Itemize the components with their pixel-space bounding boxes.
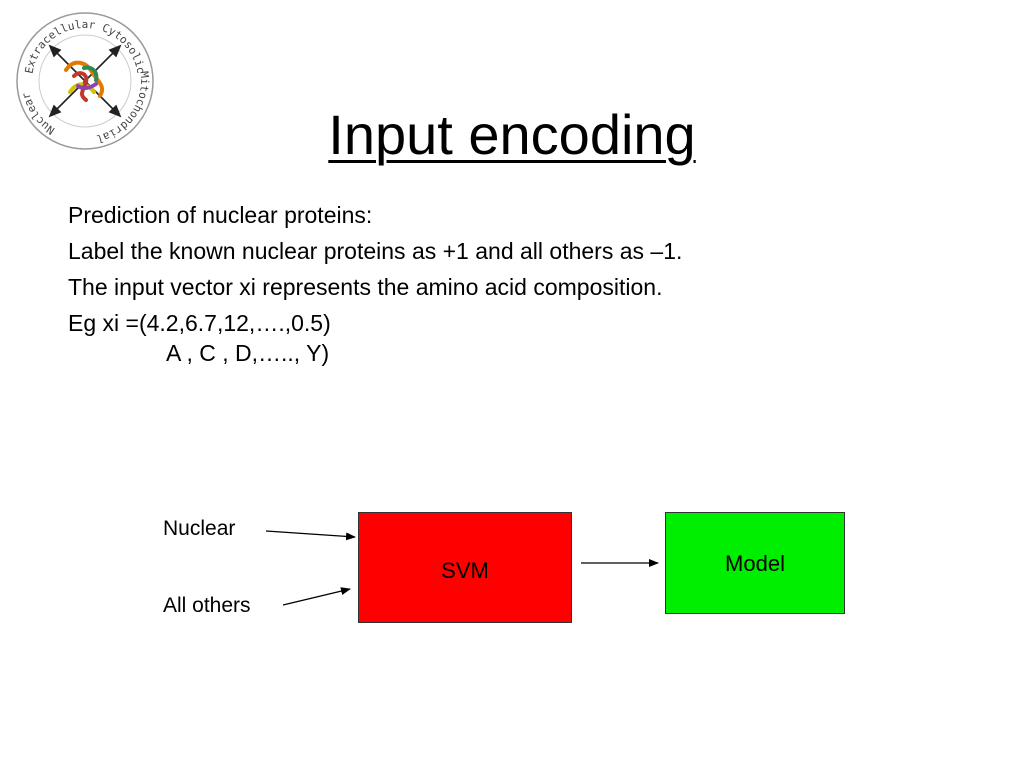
svm-box: SVM <box>358 512 572 623</box>
body-line: Prediction of nuclear proteins: <box>68 202 373 228</box>
page-title: Input encoding <box>328 103 696 166</box>
model-label: Model <box>725 551 785 576</box>
arrow-others-to-svm <box>282 587 351 606</box>
logo: Extracellular Cytosolic Nuclear Mitochon… <box>14 10 156 152</box>
body-line: Eg xi =(4.2,6.7,12,….,0.5) <box>68 310 331 336</box>
body-line: A , C , D,….., Y) <box>166 340 330 366</box>
model-box: Model <box>665 512 845 614</box>
body-text: Prediction of nuclear proteins: Label th… <box>68 200 768 374</box>
body-line: Label the known nuclear proteins as +1 a… <box>68 238 683 264</box>
arrow-nuclear-to-svm <box>265 530 356 541</box>
input-label-nuclear: Nuclear <box>163 517 236 540</box>
svm-label: SVM <box>441 557 489 583</box>
body-line: The input vector xi represents the amino… <box>68 274 663 300</box>
protein-logo-icon: Extracellular Cytosolic Nuclear Mitochon… <box>16 12 154 150</box>
input-label-all-others: All others <box>163 594 251 617</box>
